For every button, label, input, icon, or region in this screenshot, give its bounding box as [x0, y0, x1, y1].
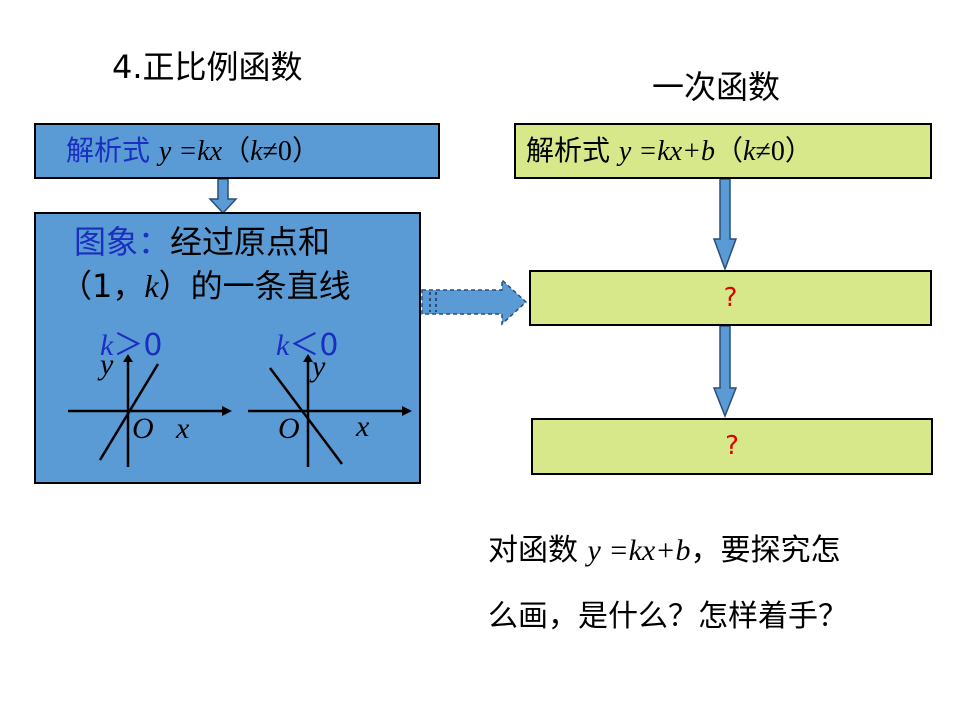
down-arrow-left — [208, 179, 238, 215]
right-box-3: ? — [531, 418, 933, 475]
right-formula-label: 解析式 — [526, 134, 611, 167]
left-formula-label: 解析式 — [66, 134, 151, 167]
graph2-k-rel: ＜0 — [289, 328, 339, 363]
left-formula-cond-var: k — [250, 136, 263, 167]
graph1-y-label: y — [100, 348, 114, 381]
question-expr: y =kx+b — [587, 534, 691, 567]
graph1-origin-label: O — [132, 412, 154, 445]
left-formula-open: （ — [222, 134, 251, 167]
right-box-3-question: ? — [725, 431, 739, 461]
graph2-k-label: k＜0 — [276, 320, 338, 364]
image-label: 图象： — [74, 223, 171, 261]
graph1-x-label: x — [176, 412, 190, 445]
graph2-origin-label: O — [278, 412, 300, 445]
right-formula-cond-rest: ≠0 — [755, 136, 785, 167]
left-formula-cond-rest: ≠0 — [262, 136, 292, 167]
left-image-box: 图象：经过原点和 （1，k）的一条直线 k＞0 y x O k＜0 y x O — [34, 212, 421, 484]
question-prefix: 对函数 — [488, 533, 578, 568]
right-heading: 一次函数 — [652, 68, 781, 106]
right-formula-expr: y =kx+b — [618, 136, 715, 167]
image-line-2: （1，k）的一条直线 — [60, 266, 351, 306]
dashed-right-arrow — [421, 278, 528, 326]
right-formula-open: （ — [715, 134, 744, 167]
image-line2-rest: ）的一条直线 — [158, 267, 351, 305]
graph1-k-rel: ＞0 — [113, 328, 163, 363]
left-formula-close: ） — [291, 134, 320, 167]
down-arrow-right-1 — [712, 179, 738, 271]
graph1-k-label: k＞0 — [100, 320, 162, 364]
right-box-2: ? — [529, 270, 932, 326]
right-box-2-question: ? — [723, 283, 738, 313]
image-line1-rest: 经过原点和 — [170, 223, 331, 261]
left-formula-box: 解析式 y =kx（k≠0） — [34, 123, 440, 179]
question-line-2: 么画，是什么？怎样着手？ — [488, 599, 848, 634]
right-formula-close: ） — [784, 134, 813, 167]
graph2-axes — [248, 354, 412, 467]
image-line2-open: （1， — [60, 267, 145, 305]
question-line-1: 对函数 y =kx+b，要探究怎 — [488, 518, 840, 584]
question-rest1: ，要探究怎 — [690, 533, 841, 568]
left-formula-expr: y =kx — [158, 136, 223, 167]
graph1-axes — [68, 354, 232, 467]
graph2-y-label: y — [312, 350, 326, 383]
image-line-1: 图象：经过原点和 — [74, 222, 330, 262]
graph2-x-label: x — [356, 410, 370, 443]
down-arrow-right-2 — [712, 326, 738, 418]
left-heading: 4.正比例函数 — [112, 48, 303, 86]
image-line2-var: k — [144, 268, 159, 304]
right-formula-box: 解析式 y =kx+b（k≠0） — [514, 123, 932, 179]
graph1-k-var: k — [100, 329, 114, 362]
graph2-k-var: k — [276, 329, 290, 362]
right-formula-cond-var: k — [743, 136, 756, 167]
